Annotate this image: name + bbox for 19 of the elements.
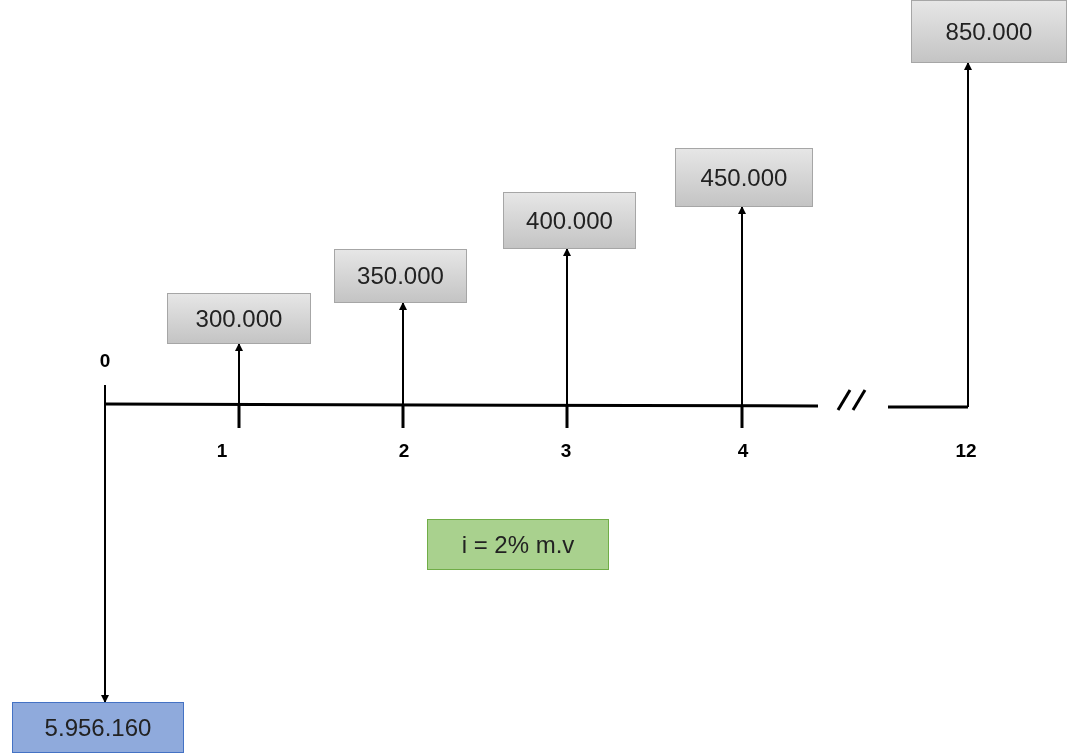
arrow xyxy=(235,343,243,429)
amount-box: 450.000 xyxy=(675,148,813,207)
period-number: 4 xyxy=(737,440,749,462)
amount-box: 300.000 xyxy=(167,293,311,344)
period-number: 1 xyxy=(216,440,228,462)
amount-box: 350.000 xyxy=(334,249,467,303)
arrow xyxy=(399,302,407,429)
arrow xyxy=(738,206,746,429)
period-number: 2 xyxy=(398,440,410,462)
arrow xyxy=(964,62,972,408)
period-number: 12 xyxy=(955,440,977,462)
arrow xyxy=(101,384,109,703)
interest-rate-box: i = 2% m.v xyxy=(427,519,609,570)
amount-box: 400.000 xyxy=(503,192,636,249)
amount-box: 850.000 xyxy=(911,0,1067,63)
period-number: 3 xyxy=(560,440,572,462)
period-number: 0 xyxy=(99,350,111,372)
amount-box: 5.956.160 xyxy=(12,702,184,753)
arrow xyxy=(563,248,571,429)
